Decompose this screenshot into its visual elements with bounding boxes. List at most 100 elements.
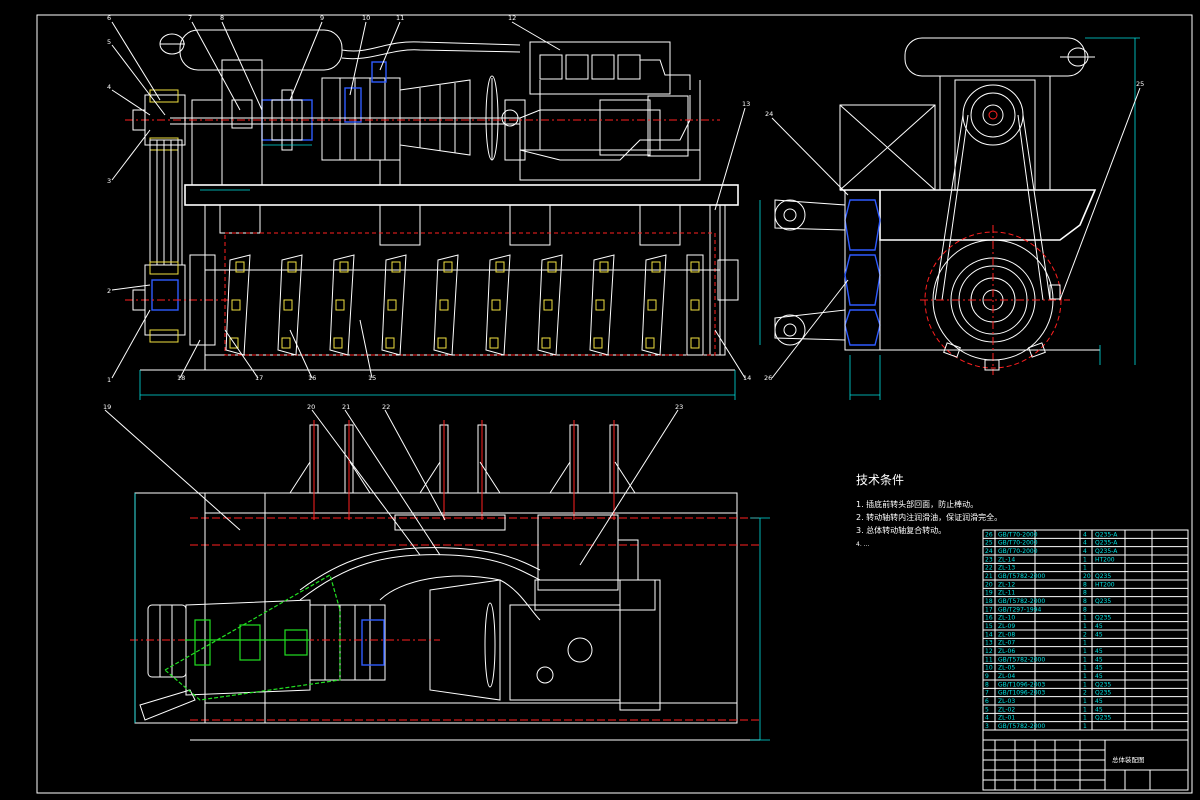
bom-cell: GB/T5782-2000 (998, 573, 1045, 580)
bom-cell: 45 (1095, 648, 1103, 655)
bom-cell: 45 (1095, 673, 1103, 680)
notes-item: 4. ... (856, 541, 869, 548)
bom-cell: Q235 (1095, 690, 1111, 697)
top-view-leader-numbers: 6 5 4 3 2 1 7 8 9 10 11 12 13 17 16 15 1… (107, 14, 751, 384)
bom-cell: 45 (1095, 656, 1103, 663)
notes-title: 技术条件 (856, 473, 904, 487)
leader-label: 18 (177, 374, 185, 382)
notes-item: 1. 插底前转头部回面，防止棒动。 (856, 499, 978, 509)
leader-label: 21 (342, 403, 350, 411)
bom-cell: 25 (985, 540, 993, 547)
leader-label: 7 (188, 14, 192, 22)
bom-cell: 4 (985, 715, 989, 722)
leader-label: 6 (107, 14, 111, 22)
bom-cell: Q235 (1095, 681, 1111, 688)
bom-cell: GB/T5782-2000 (998, 598, 1045, 605)
bom-cell: ZL-04 (998, 673, 1015, 680)
bom-cell: ZL-09 (998, 623, 1015, 630)
bom-cell: 13 (985, 640, 993, 647)
bom-cell: 4 (1083, 540, 1087, 547)
bom-cell: ZL-13 (998, 565, 1015, 572)
bom-cell: 24 (985, 548, 993, 555)
notes-item: 2. 转动轴转内注润滑油，保证润滑完全。 (856, 512, 1002, 522)
bom-cell: 5 (985, 706, 989, 713)
bom-cell: 19 (985, 590, 993, 597)
bom-cell: 18 (985, 598, 993, 605)
title-block: 总体装配图 (982, 729, 1189, 791)
front-elevation-view: 6 5 4 3 2 1 7 8 9 10 11 12 13 17 16 15 1… (107, 14, 751, 400)
bom-cell: 1 (1083, 623, 1087, 630)
bom-cell: 45 (1095, 706, 1103, 713)
leader-label: 1 (107, 376, 111, 384)
bom-cell: 21 (985, 573, 993, 580)
bom-cell: 1 (1083, 615, 1087, 622)
bom-cell: Q235 (1095, 615, 1111, 622)
bom-cell: 2 (1083, 690, 1087, 697)
bom-cell: ZL-02 (998, 706, 1015, 713)
bom-cell: 15 (985, 623, 993, 630)
bom-cell: 22 (985, 565, 993, 572)
leader-label: 11 (396, 14, 404, 22)
bom-cell: Q235-A (1095, 540, 1118, 547)
leader-label: 25 (1136, 80, 1144, 88)
clutch-housing (321, 61, 401, 186)
bom-cell: ZL-07 (998, 640, 1015, 647)
bom-cell: HT200 (1095, 581, 1115, 588)
bom-cell: GB/T70-2000 (998, 540, 1038, 547)
bom-cell: 3 (985, 723, 989, 730)
leader-label: 16 (308, 374, 316, 382)
bom-cell: 8 (1083, 590, 1087, 597)
leader-label: 3 (107, 177, 111, 185)
bom-cell: GB/T70-2000 (998, 531, 1038, 538)
bom-cell: 20 (985, 581, 993, 588)
bom-cell: ZL-03 (998, 698, 1015, 705)
bom-cell: Q235 (1095, 715, 1111, 722)
bom-cell: 45 (1095, 698, 1103, 705)
engine-block (501, 41, 701, 181)
bom-cell: 1 (1083, 648, 1087, 655)
drawing-title: 总体装配图 (1112, 755, 1145, 764)
bom-cell: 20 (1083, 573, 1091, 580)
bom-cell: 11 (985, 656, 993, 663)
bom-cell: 4 (1083, 531, 1087, 538)
bom-cell: 8 (1083, 581, 1087, 588)
bom-cell: 45 (1095, 631, 1103, 638)
highlighted-section (163, 574, 341, 701)
leader-label: 19 (103, 403, 111, 411)
top-view-leaders (111, 21, 746, 379)
bom-cell: GB/T70-2000 (998, 548, 1038, 555)
bom-cell: 16 (985, 615, 993, 622)
bom-cell: 1 (1083, 673, 1087, 680)
bom-cell: 6 (985, 698, 989, 705)
bom-cell: Q235-A (1095, 531, 1118, 538)
bom-cell: GB/T1096-2003 (998, 690, 1045, 697)
leader-label: 17 (255, 374, 263, 382)
leader-label: 8 (220, 14, 224, 22)
leader-label: 4 (107, 83, 111, 91)
bom-cell: 17 (985, 606, 993, 613)
bom-cell: 26 (985, 531, 993, 538)
bom-cell: 4 (1083, 548, 1087, 555)
bom-cell: 8 (1083, 606, 1087, 613)
bom-cell: 1 (1083, 640, 1087, 647)
leader-label: 9 (320, 14, 324, 22)
leader-label: 15 (368, 374, 376, 382)
bom-cell: 1 (1083, 656, 1087, 663)
lift-hooks (289, 420, 636, 520)
bom-cell: 23 (985, 556, 993, 563)
bom-cell: HT200 (1095, 556, 1115, 563)
leader-label: 2 (107, 287, 111, 295)
bom-cell: 9 (985, 673, 989, 680)
leader-label: 26 (764, 374, 772, 382)
leader-label: 23 (675, 403, 683, 411)
side-elevation-view: 24 25 26 (759, 37, 1144, 400)
bom-cell: 1 (1083, 665, 1087, 672)
bom-cell: GB/T5782-2000 (998, 656, 1045, 663)
leader-label: 5 (107, 38, 111, 46)
bom-cell: 8 (985, 681, 989, 688)
bom-cell: Q235 (1095, 573, 1111, 580)
bom-cell: ZL-08 (998, 631, 1015, 638)
bom-cell: 1 (1083, 681, 1087, 688)
